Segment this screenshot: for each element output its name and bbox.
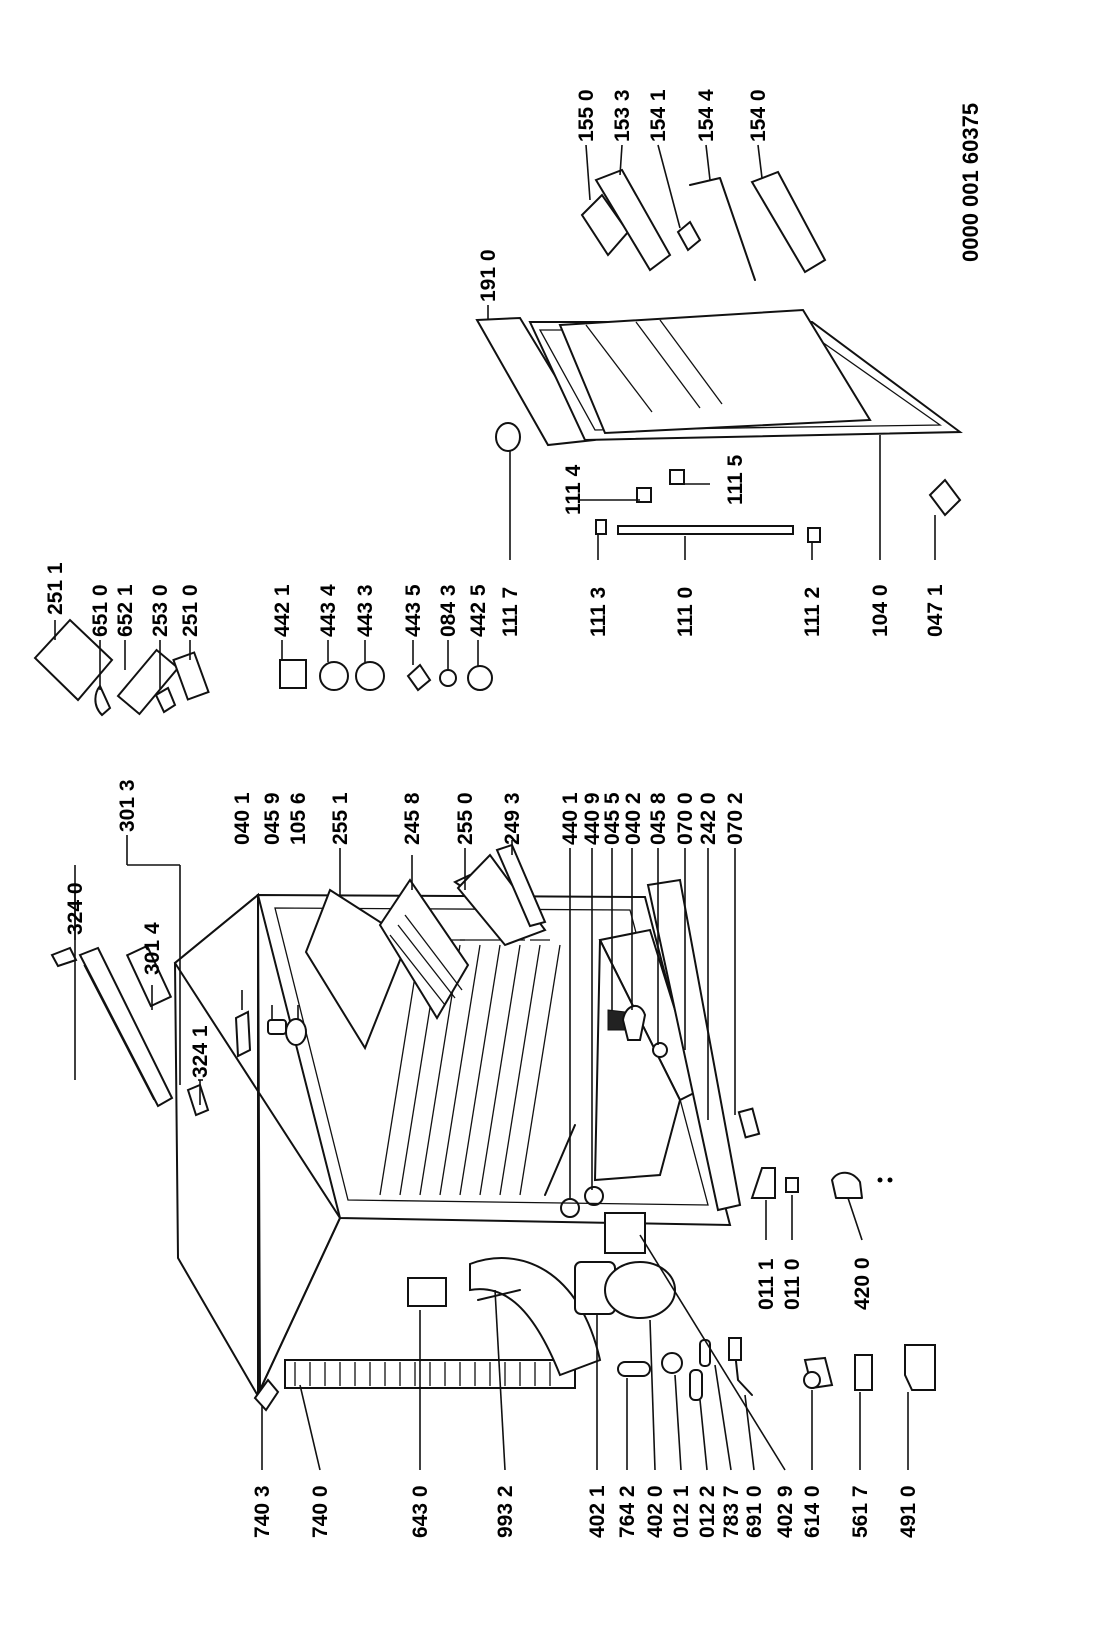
label-255-0: 255 0 [454,792,477,845]
label-402-1: 402 1 [586,1485,609,1538]
label-045-5: 045 5 [601,792,624,845]
shelves-drawing [234,843,761,1139]
label-191-0: 191 0 [477,249,500,302]
label-614-0: 614 0 [801,1485,824,1538]
label-111-3: 111 3 [587,587,610,637]
part-number-labels: 740 3 740 0 643 0 993 2 402 1 764 2 402 … [44,89,983,1538]
label-442-5: 442 5 [467,584,490,637]
label-084-3: 084 3 [437,584,460,637]
leader-lines [54,144,936,1471]
label-443-5: 443 5 [402,584,425,637]
label-740-3: 740 3 [251,1485,274,1538]
label-111-5: 111 5 [724,454,747,505]
label-440-9: 440 9 [581,792,604,845]
label-324-0: 324 0 [64,882,87,935]
document-code: 0000 001 60375 [958,103,983,262]
label-652-1: 652 1 [114,584,137,637]
control-box-drawing [33,618,210,717]
label-651-0: 651 0 [89,584,112,637]
label-047-1: 047 1 [924,584,947,637]
label-154-1: 154 1 [647,89,670,142]
label-561-7: 561 7 [849,1485,872,1538]
label-993-2: 993 2 [494,1485,517,1538]
label-045-8: 045 8 [647,792,670,845]
label-155-0: 155 0 [575,89,598,142]
label-255-1: 255 1 [329,792,352,845]
label-491-0: 491 0 [897,1485,920,1538]
label-420-0: 420 0 [851,1257,874,1310]
label-153-3: 153 3 [611,89,634,142]
label-154-0: 154 0 [747,89,770,142]
label-011-0: 011 0 [781,1259,804,1310]
label-251-0: 251 0 [179,584,202,637]
label-402-9: 402 9 [774,1485,797,1538]
condenser-drawing [284,1212,753,1401]
label-045-9: 045 9 [261,792,284,845]
label-324-1: 324 1 [189,1025,212,1078]
label-253-0: 253 0 [149,584,172,637]
label-442-1: 442 1 [271,584,294,637]
label-111-4: 111 4 [562,464,585,515]
top-cover-drawing [50,944,210,1117]
label-012-1: 012 1 [670,1485,693,1538]
door-shelves-drawing [580,168,827,281]
label-111-2: 111 2 [801,587,824,637]
label-783-7: 783 7 [720,1485,743,1538]
label-111-0: 111 0 [674,587,697,637]
label-301-3: 301 3 [116,779,139,832]
label-402-0: 402 0 [644,1485,667,1538]
marker-dot [877,1177,883,1183]
label-440-1: 440 1 [559,792,582,845]
label-111-7: 111 7 [499,587,522,637]
label-249-3: 249 3 [501,792,524,845]
label-740-0: 740 0 [309,1485,332,1538]
marker-dot [887,1177,893,1183]
label-301-4: 301 4 [141,922,164,975]
label-443-4: 443 4 [317,584,340,637]
label-154-4: 154 4 [695,89,718,142]
label-443-3: 443 3 [354,584,377,637]
label-012-2: 012 2 [696,1485,719,1538]
label-245-8: 245 8 [401,792,424,845]
label-040-2: 040 2 [622,792,645,845]
label-104-0: 104 0 [869,584,892,637]
door-drawing [475,308,963,543]
thermostat-drawing [279,659,493,692]
lower-small-parts [253,1167,936,1412]
label-105-6: 105 6 [287,792,310,845]
label-070-2: 070 2 [724,792,747,845]
label-251-1: 251 1 [44,562,67,615]
label-040-1: 040 1 [231,792,254,845]
label-691-0: 691 0 [743,1485,766,1538]
label-011-1: 011 1 [755,1258,778,1310]
label-643-0: 643 0 [409,1485,432,1538]
label-070-0: 070 0 [674,792,697,845]
label-242-0: 242 0 [697,792,720,845]
label-764-2: 764 2 [616,1485,639,1538]
